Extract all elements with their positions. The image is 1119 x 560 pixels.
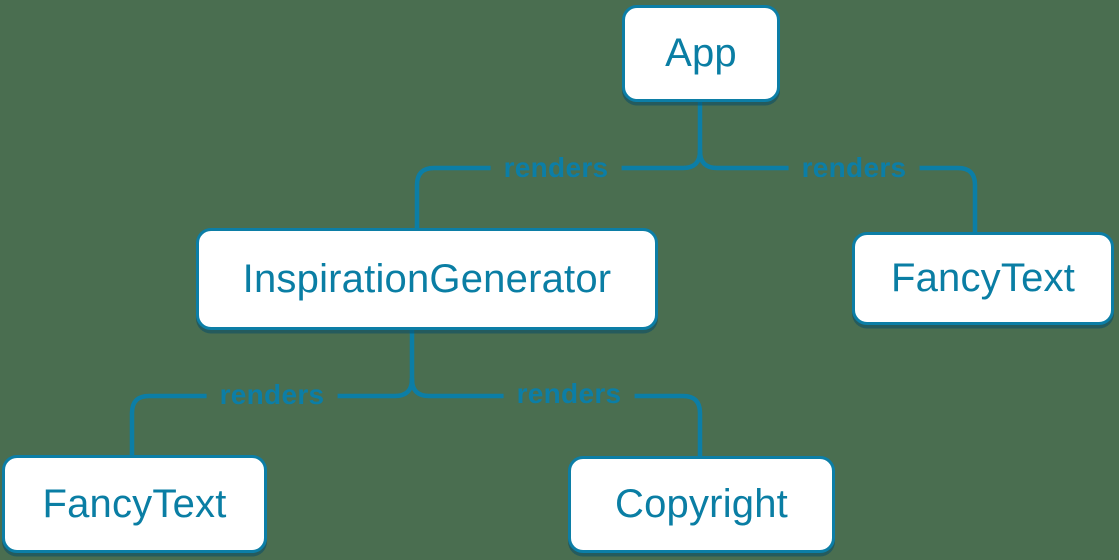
edge-label-renders-inspiration-copyright: renders bbox=[503, 376, 635, 412]
node-fancy-text-left-label: FancyText bbox=[42, 481, 227, 526]
edge-label-renders-app-fancy-right: renders bbox=[788, 150, 920, 186]
edge-app-to-fancy-right bbox=[697, 148, 978, 235]
edge-label-renders-inspiration-fancy-left: renders bbox=[206, 377, 338, 413]
edge-inspiration-to-fancy-left bbox=[129, 376, 415, 458]
node-app: App bbox=[622, 5, 780, 102]
node-inspiration-generator: InspirationGenerator bbox=[196, 228, 658, 330]
node-inspiration-generator-label: InspirationGenerator bbox=[242, 256, 612, 301]
node-app-label: App bbox=[665, 31, 737, 75]
edge-inspiration-to-copyright bbox=[409, 376, 703, 459]
node-fancy-text-right-label: FancyText bbox=[890, 256, 1076, 300]
node-copyright: Copyright bbox=[568, 456, 835, 553]
edge-app-to-inspiration bbox=[414, 148, 703, 231]
node-fancy-text-left: FancyText bbox=[2, 455, 267, 553]
node-fancy-text-right: FancyText bbox=[852, 232, 1114, 325]
node-copyright-label: Copyright bbox=[615, 482, 788, 526]
edge-label-renders-app-inspiration: renders bbox=[490, 150, 622, 186]
